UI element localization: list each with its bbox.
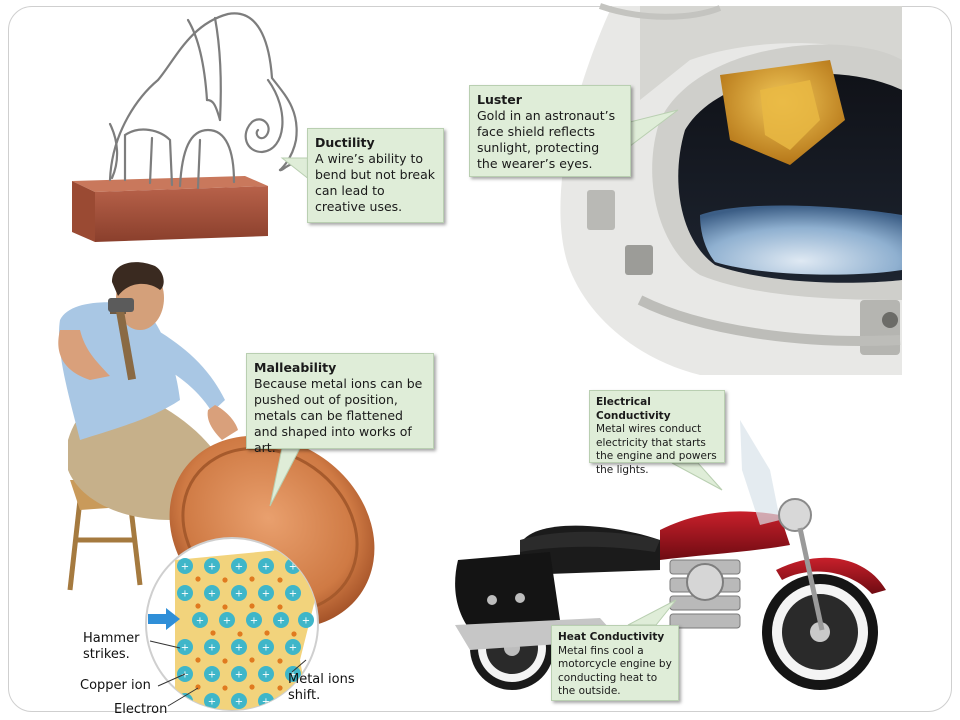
ion-plus-symbol: + — [181, 589, 189, 600]
hammer-label-line2: strikes. — [83, 647, 130, 662]
ion-plus-symbol: + — [289, 670, 297, 681]
ion-plus-symbol: + — [250, 616, 258, 627]
ion-plus-symbol: + — [262, 697, 270, 708]
ion-plus-symbol: + — [262, 643, 270, 654]
copper-ion-label: Copper ion — [80, 678, 151, 693]
ion-plus-symbol: + — [235, 697, 243, 708]
metal-ions-label-line2: shift. — [288, 688, 321, 703]
heat-conductivity-title: Heat Conductivity — [558, 631, 665, 643]
hammer-strikes-label: Hammer strikes. — [83, 631, 139, 663]
electrical-conductivity-callout: Electrical Conductivity Metal wires cond… — [589, 390, 725, 476]
ion-plus-symbol: + — [277, 616, 285, 627]
ion-plus-symbol: + — [208, 697, 216, 708]
hammer-leader-line — [149, 640, 181, 649]
electrical-pointer — [671, 462, 723, 491]
copper-ion-leader-line — [157, 673, 186, 687]
copper-ion-lattice: ++++++++++++++++++++++++++++++ — [177, 558, 314, 709]
ion-plus-symbol: + — [223, 616, 231, 627]
motorcycle-photo — [455, 420, 886, 690]
heat-conductivity-callout: Heat Conductivity Metal fins cool a moto… — [551, 625, 679, 701]
ductility-pointer — [280, 157, 311, 182]
ion-plus-symbol: + — [208, 589, 216, 600]
ion-plus-symbol: + — [181, 562, 189, 573]
ion-plus-symbol: + — [262, 670, 270, 681]
metal-ions-label-line1: Metal ions — [288, 672, 355, 687]
ion-plus-symbol: + — [289, 643, 297, 654]
hammer-strike-arrow-icon — [148, 608, 180, 630]
heat-conductivity-text: Metal fins cool a motorcycle engine by c… — [558, 644, 672, 698]
ion-plus-symbol: + — [289, 589, 297, 600]
wire-elephant-sculpture — [72, 12, 302, 242]
electron-dots — [195, 576, 297, 691]
ion-plus-symbol: + — [235, 643, 243, 654]
ion-plus-symbol: + — [208, 562, 216, 573]
electron-leader-line — [167, 687, 199, 707]
ion-plus-symbol: + — [181, 643, 189, 654]
metal-ions-shift-label: Metal ions shift. — [288, 672, 355, 704]
electrical-conductivity-title: Electrical Conductivity — [596, 396, 671, 422]
ion-plus-symbol: + — [235, 670, 243, 681]
ductility-title: Ductility — [315, 135, 375, 150]
luster-callout: Luster Gold in an astronaut’s face shiel… — [469, 85, 631, 177]
ductility-callout: Ductility A wire’s ability to bend but n… — [307, 128, 444, 223]
electron-label: Electron — [114, 702, 168, 717]
ion-plus-symbol: + — [262, 589, 270, 600]
luster-text: Gold in an astronaut’s face shield refle… — [477, 108, 616, 171]
astronaut-helmet-photo — [560, 3, 902, 375]
ductility-text: A wire’s ability to bend but not break c… — [315, 151, 436, 214]
malleability-text: Because metal ions can be pushed out of … — [254, 376, 423, 455]
hammer-label-line1: Hammer — [83, 631, 140, 646]
electrical-conductivity-text: Metal wires conduct electricity that sta… — [596, 423, 717, 476]
malleability-callout: Malleability Because metal ions can be p… — [246, 353, 434, 455]
ion-plus-symbol: + — [208, 643, 216, 654]
ion-plus-symbol: + — [235, 589, 243, 600]
ion-plus-symbol: + — [181, 670, 189, 681]
ion-plus-symbol: + — [302, 616, 310, 627]
metal-ion-diagram: ++++++++++++++++++++++++++++++ — [145, 537, 319, 711]
malleability-title: Malleability — [254, 360, 337, 375]
luster-title: Luster — [477, 92, 522, 107]
ion-plus-symbol: + — [262, 562, 270, 573]
metal-ions-leader-line — [291, 659, 307, 673]
ion-plus-symbol: + — [208, 670, 216, 681]
heat-pointer — [627, 599, 677, 626]
slide-frame — [8, 6, 952, 712]
ion-plus-symbol: + — [196, 616, 204, 627]
ion-plus-symbol: + — [235, 562, 243, 573]
ion-plus-symbol: + — [289, 562, 297, 573]
